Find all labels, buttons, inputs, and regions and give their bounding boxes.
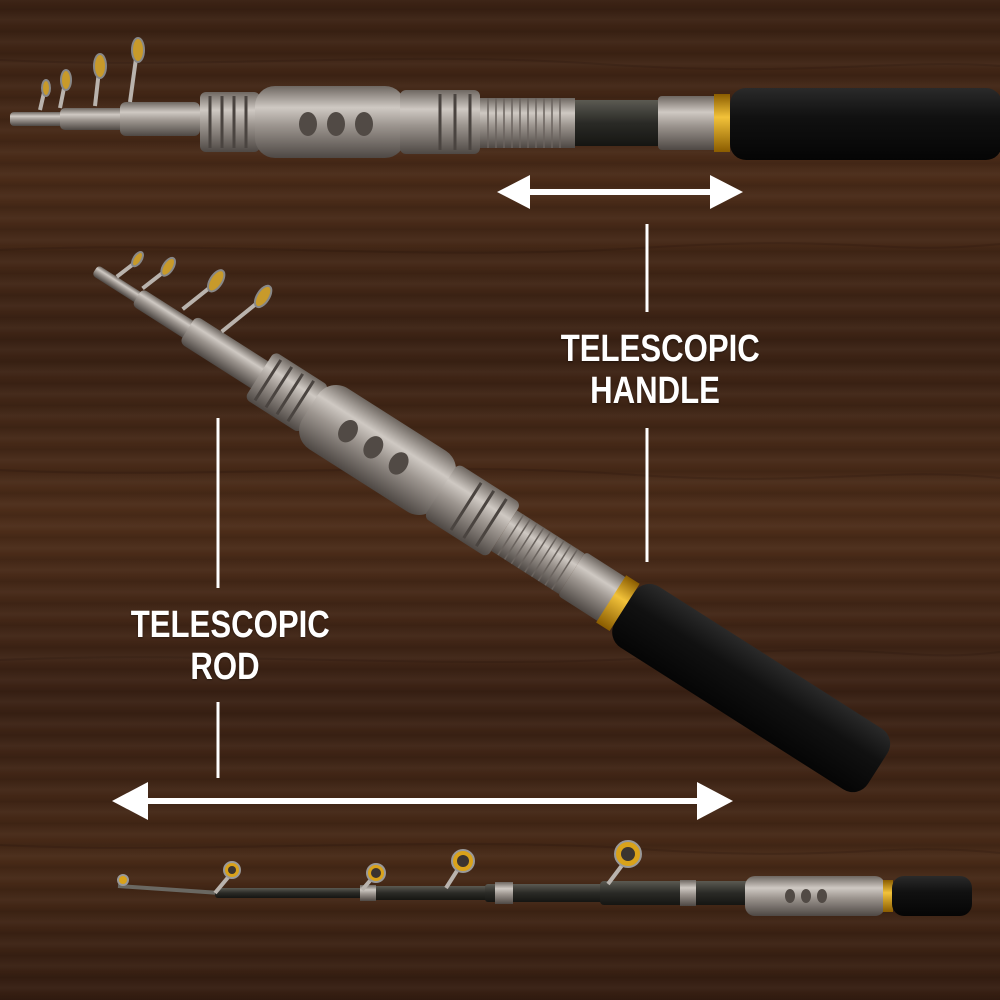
handle-label-line-1: TELESCOPIC — [560, 328, 760, 370]
rod-label-line-1: TELESCOPIC — [130, 604, 330, 646]
telescopic-rod-label: TELESCOPIC ROD — [130, 604, 330, 688]
extended-rod-bottom — [117, 840, 972, 916]
callout-lines — [216, 224, 649, 778]
telescopic-handle-label: TELESCOPIC HANDLE — [560, 328, 760, 412]
handle-length-arrow — [497, 175, 743, 209]
collapsed-rod-diagonal — [93, 251, 891, 793]
rod-label-line-2: ROD — [190, 646, 260, 688]
collapsed-rod-top — [10, 37, 1000, 160]
wood-grain — [0, 57, 1000, 855]
handle-label-line-2: HANDLE — [590, 370, 720, 412]
rod-length-arrow — [112, 782, 733, 820]
